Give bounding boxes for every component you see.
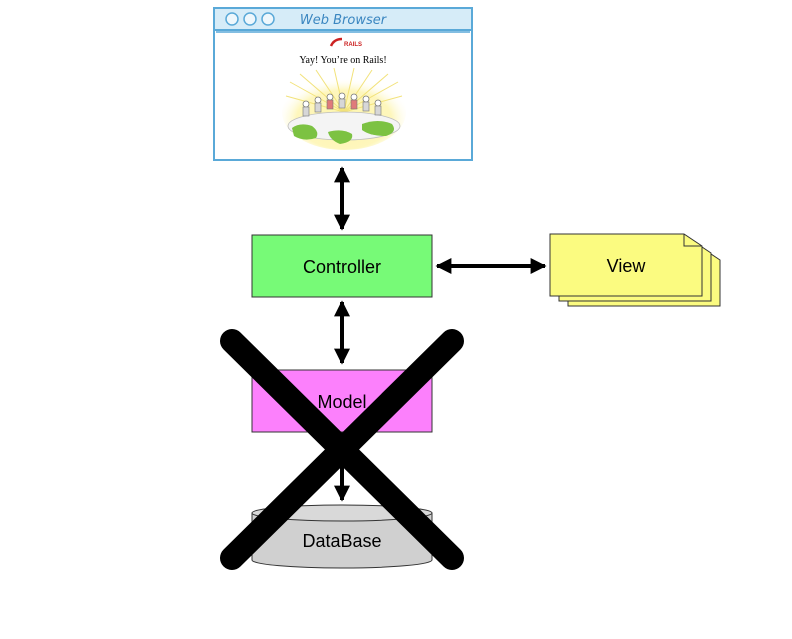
database-label: DataBase xyxy=(302,531,381,551)
view-page-fold xyxy=(683,234,702,247)
model-label: Model xyxy=(317,392,366,412)
view-page-front xyxy=(549,233,703,297)
rails-logo-text: RAILS xyxy=(344,42,362,48)
view-document-stack: View xyxy=(549,233,721,307)
window-control-circle-icon[interactable] xyxy=(243,12,257,26)
controller-shape xyxy=(251,234,433,298)
database-body xyxy=(251,512,433,569)
controller-label: Controller xyxy=(303,257,381,277)
view-label: View xyxy=(607,256,647,276)
web-browser-window: Web Browser RAILS Yay! You’re on Rails! xyxy=(213,7,473,161)
window-control-circle-icon[interactable] xyxy=(225,12,239,26)
window-control-circle-icon[interactable] xyxy=(261,12,275,26)
controller-box: Controller xyxy=(251,234,433,298)
cross-out-icon xyxy=(220,329,464,570)
rails-welcome-illustration-icon xyxy=(282,67,406,150)
cross-out-stroke xyxy=(220,329,464,570)
browser-title: Web Browser xyxy=(300,13,388,28)
rails-welcome-caption: Yay! You’re on Rails! xyxy=(299,55,386,66)
browser-titlebar xyxy=(213,7,473,31)
rails-logo-icon: RAILS xyxy=(329,37,362,48)
